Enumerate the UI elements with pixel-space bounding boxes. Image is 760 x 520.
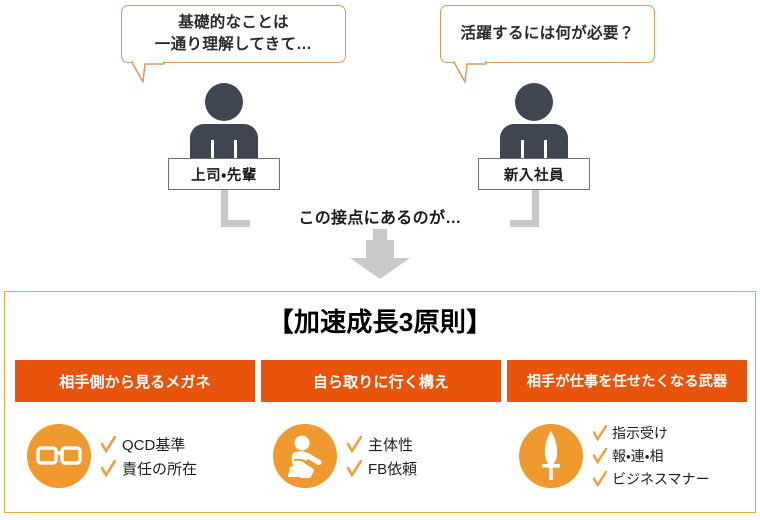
role-label-newhire: 新入社員 [478, 158, 590, 190]
principles-columns: 相手側から見るメガネ [15, 360, 747, 502]
reaching-person-icon [288, 435, 322, 478]
speech-bubble-senior-line2: 一通り理解してきて… [154, 36, 313, 53]
speech-bubble-senior-tail [131, 60, 165, 83]
check-icon [101, 459, 116, 477]
principle-body-3: 指示受け 報・連・相 ビジネスマナー [507, 402, 747, 502]
speech-bubble-senior-line1: 基礎的なことは [178, 13, 289, 31]
person-icon-senior [190, 83, 258, 160]
speech-bubble-newhire-tail [453, 60, 487, 83]
principle-header-1-text: 相手側から見るメガネ [59, 373, 211, 391]
principle-body-1: QCD基準 責任の所在 [15, 402, 255, 502]
principle-bullets-3: 指示受け 報・連・相 ビジネスマナー [593, 423, 710, 489]
check-icon [593, 425, 607, 441]
bullet-item: 主体性 [347, 434, 417, 455]
check-icon [593, 448, 607, 464]
bullet-item: 指示受け [593, 423, 710, 443]
person-icon-newhire [500, 83, 568, 160]
panel-title: 【加速成長3原則】 [5, 302, 755, 339]
connector-caption-text: この接点にあるのが… [298, 210, 462, 227]
bullet-item: FB依頼 [347, 458, 417, 479]
sword-badge [519, 424, 583, 488]
bracket-left-stem [221, 190, 228, 227]
bullet-label: QCD基準 [122, 436, 186, 454]
bullet-label: 報・連・相 [612, 448, 664, 464]
principle-header-1[interactable]: 相手側から見るメガネ [15, 360, 255, 402]
check-icon [593, 471, 607, 487]
glasses-badge [27, 424, 91, 488]
glasses-icon [36, 446, 82, 465]
principle-header-3-text: 相手が仕事を任せたくなる武器 [526, 374, 728, 390]
role-label-senior-text: 上司・先輩 [191, 167, 257, 184]
bullet-item: ビジネスマナー [593, 469, 710, 489]
bullet-item: QCD基準 [101, 434, 197, 455]
speech-bubble-senior: 基礎的なことは 一通り理解してきて… [121, 5, 346, 63]
principles-panel: 【加速成長3原則】 相手側から見るメガネ [4, 291, 756, 513]
principle-header-2[interactable]: 自ら取りに行く構え [261, 360, 501, 402]
bullet-label: 主体性 [368, 436, 414, 454]
speech-bubble-newhire: 活躍するには何が必要？ [440, 5, 655, 63]
role-label-senior: 上司・先輩 [168, 158, 280, 190]
principle-bullets-1: QCD基準 責任の所在 [101, 434, 197, 479]
principle-header-3[interactable]: 相手が仕事を任せたくなる武器 [507, 360, 747, 402]
panel-title-text: 【加速成長3原則】 [267, 307, 493, 337]
check-icon [101, 435, 116, 453]
bullet-item: 報・連・相 [593, 446, 710, 466]
sword-icon [542, 431, 560, 480]
check-icon [347, 435, 362, 453]
speech-bubble-newhire-line1: 活躍するには何が必要？ [460, 24, 635, 42]
principle-column-2: 自ら取りに行く構え [261, 360, 501, 502]
principle-column-1: 相手側から見るメガネ [15, 360, 255, 502]
principle-body-2: 主体性 FB依頼 [261, 402, 501, 502]
check-icon [347, 459, 362, 477]
principle-header-2-text: 自ら取りに行く構え [312, 373, 450, 391]
bullet-label: 責任の所在 [122, 460, 198, 478]
role-label-newhire-text: 新入社員 [503, 167, 565, 184]
bullet-item: 責任の所在 [101, 458, 197, 479]
bullet-label: ビジネスマナー [612, 471, 710, 487]
bullet-label: FB依頼 [368, 460, 418, 478]
connector-caption: この接点にあるのが… [250, 203, 510, 229]
reaching-person-badge [273, 424, 337, 488]
principle-bullets-2: 主体性 FB依頼 [347, 434, 417, 479]
bracket-right-stem [532, 190, 539, 227]
principle-column-3: 相手が仕事を任せたくなる武器 [507, 360, 747, 502]
down-arrow-icon [350, 240, 410, 279]
bullet-label: 指示受け [612, 425, 668, 441]
